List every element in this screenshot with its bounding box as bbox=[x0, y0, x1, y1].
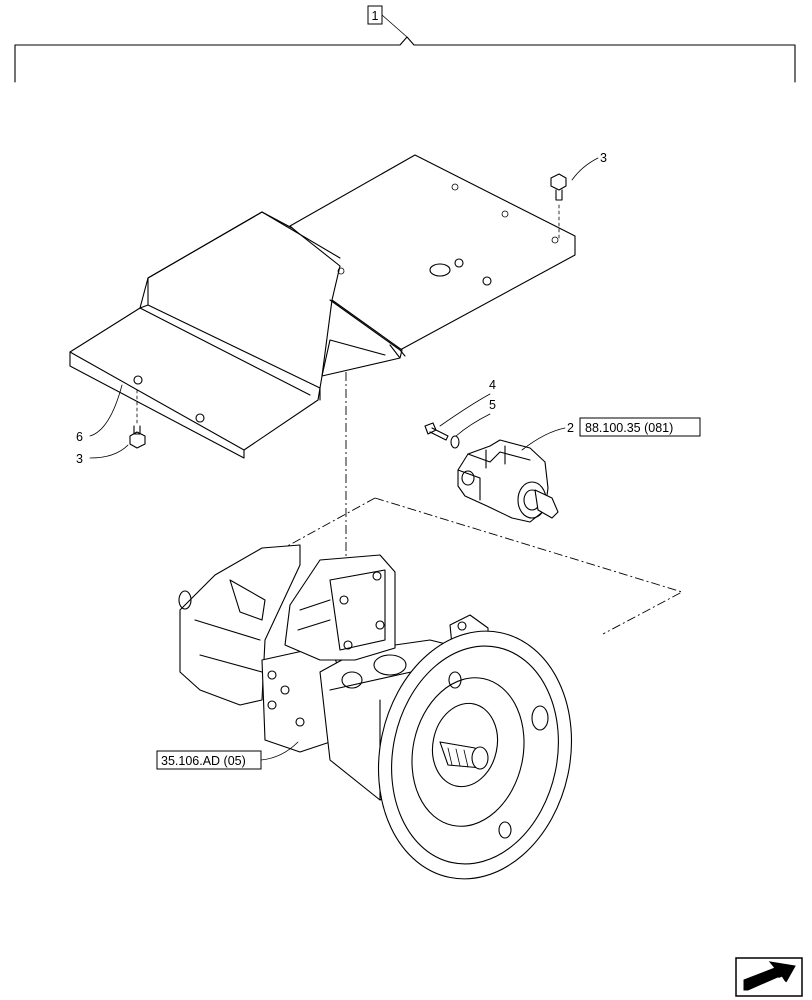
callout-item-2-ref: 88.100.35 (081) bbox=[585, 421, 673, 435]
next-page-arrow-icon[interactable] bbox=[735, 957, 803, 997]
bolt-item-4 bbox=[424, 422, 449, 441]
callout-assembly[interactable]: 1 bbox=[367, 5, 408, 38]
gear-pump bbox=[457, 439, 559, 523]
assembly-bracket bbox=[14, 36, 796, 83]
main-pump bbox=[178, 544, 573, 880]
callout-item-2-label: 2 bbox=[567, 421, 574, 435]
callout-item-2[interactable]: 2 88.100.35 (081) bbox=[521, 417, 701, 451]
callout-item-3-top[interactable]: 3 bbox=[571, 151, 607, 181]
callout-item-3-bottom-label: 3 bbox=[76, 452, 83, 466]
cover-plate bbox=[69, 154, 576, 459]
callout-assembly-label: 1 bbox=[372, 9, 379, 23]
washer-item-5 bbox=[450, 435, 460, 449]
callout-item-6-label: 6 bbox=[76, 430, 83, 444]
callout-item-3-bottom[interactable]: 3 bbox=[76, 444, 129, 466]
callout-item-5-label: 5 bbox=[489, 398, 496, 412]
callout-item-3-top-label: 3 bbox=[600, 151, 607, 165]
callout-pump-ref-label: 35.106.AD (05) bbox=[161, 754, 246, 768]
callout-item-4-label: 4 bbox=[489, 378, 496, 392]
bolt-top bbox=[550, 173, 567, 239]
callout-item-5[interactable]: 5 bbox=[455, 398, 496, 437]
bolt-bottom bbox=[129, 389, 146, 449]
callout-item-4[interactable]: 4 bbox=[439, 378, 496, 427]
callout-pump-ref[interactable]: 35.106.AD (05) bbox=[156, 741, 299, 770]
callout-item-6[interactable]: 6 bbox=[76, 384, 123, 444]
